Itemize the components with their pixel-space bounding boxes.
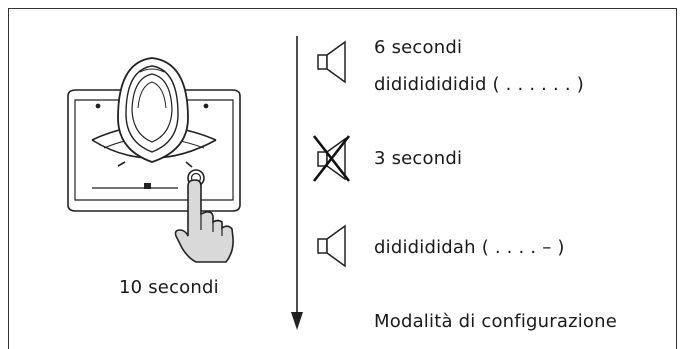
device-caption: 10 secondi [119,277,219,298]
time-arrow [291,36,303,330]
diagram-frame [8,8,677,349]
step-1-duration: 6 secondi [374,37,463,58]
step-1-beep-pattern: didididididid ( . . . . . . ) [374,74,584,95]
step-2-duration: 3 secondi [374,148,463,169]
speaker-icon [317,224,346,268]
device-illustration [67,57,241,212]
result-mode-label: Modalità di configurazione [374,311,618,332]
speaker-icon [317,40,346,84]
step-3-beep-pattern: dididididah ( . . . . – ) [374,237,565,258]
speaker-muted-icon [312,135,351,182]
hand-icon [174,179,234,263]
